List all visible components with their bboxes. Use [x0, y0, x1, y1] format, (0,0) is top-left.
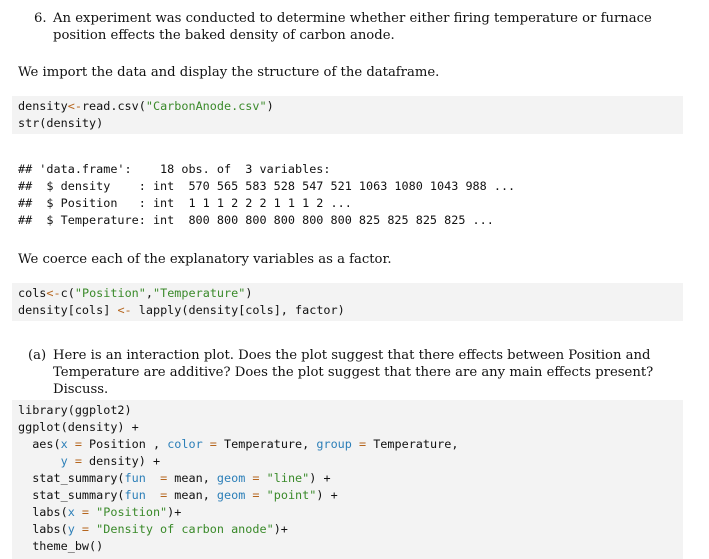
code-block-import[interactable]: density<-read.csv("CarbonAnode.csv") str(…: [12, 96, 683, 134]
code-line: labs(x = "Position")+: [18, 505, 182, 519]
question-number: 6.: [34, 11, 47, 26]
question-text: An experiment was conducted to determine…: [53, 11, 652, 43]
coerce-paragraph: We coerce each of the explanatory variab…: [18, 252, 392, 267]
console-output: ## 'data.frame': 18 obs. of 3 variables:…: [18, 162, 516, 227]
code-line: y = density) +: [60, 454, 161, 468]
code-line: theme_bw(): [18, 539, 104, 553]
code-block-coerce[interactable]: cols<-c("Position","Temperature") density…: [12, 283, 683, 321]
code-line: str(density): [18, 116, 104, 130]
code-line: density[cols] <- lapply(density[cols], f…: [18, 303, 345, 317]
question-6: 6. An experiment was conducted to determ…: [34, 10, 686, 44]
code-line: ggplot(density) +: [18, 420, 139, 434]
question-number: (a): [28, 348, 47, 363]
code-line: density<-read.csv("CarbonAnode.csv"): [18, 99, 274, 113]
code-line: aes(x = Position , color = Temperature, …: [18, 437, 459, 451]
import-paragraph: We import the data and display the struc…: [18, 65, 440, 80]
code-line: cols<-c("Position","Temperature"): [18, 286, 253, 300]
code-line: stat_summary(fun = mean, geom = "point")…: [18, 488, 338, 502]
code-block-ggplot[interactable]: library(ggplot2) ggplot(density) + aes(x …: [12, 400, 683, 559]
question-a: (a) Here is an interaction plot. Does th…: [28, 347, 688, 398]
code-line: stat_summary(fun = mean, geom = "line") …: [18, 471, 331, 485]
code-line: labs(y = "Density of carbon anode")+: [18, 522, 288, 536]
code-line: library(ggplot2): [18, 403, 132, 417]
question-text: Here is an interaction plot. Does the pl…: [53, 348, 654, 397]
